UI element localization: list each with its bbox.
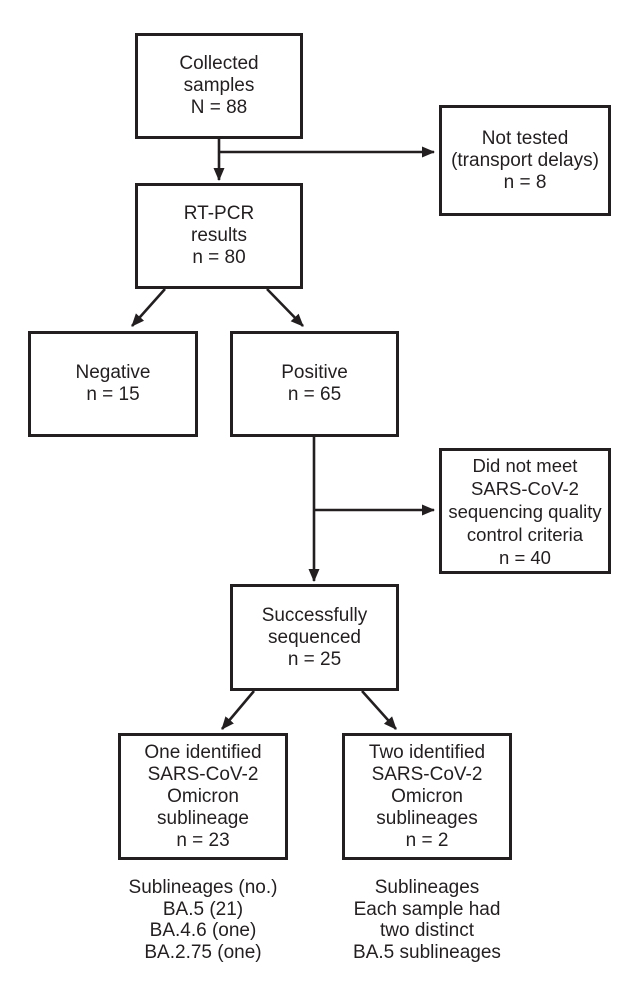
note-two-sublineages-detail: Sublineages Each sample had two distinct… (353, 877, 501, 963)
box-two-sublineages: Two identified SARS-CoV-2 Omicron sublin… (342, 733, 512, 860)
arrow-sequenced-to-one-sub (221, 690, 255, 730)
box-positive: Positive n = 65 (230, 331, 399, 437)
arrow-sequenced-to-two-sub (361, 690, 397, 730)
box-rtpcr-results: RT-PCR results n = 80 (135, 183, 303, 289)
box-not-tested: Not tested (transport delays) n = 8 (439, 105, 611, 216)
arrow-rtpcr-to-positive (266, 288, 304, 327)
box-one-sublineage: One identified SARS-CoV-2 Omicron sublin… (118, 733, 288, 860)
arrow-rtpcr-to-negative (131, 288, 166, 327)
box-quality-control-fail: Did not meet SARS-CoV-2 sequencing quali… (439, 448, 611, 574)
box-negative: Negative n = 15 (28, 331, 198, 437)
box-collected-samples: Collected samples N = 88 (135, 33, 303, 139)
box-successfully-sequenced: Successfully sequenced n = 25 (230, 584, 399, 691)
note-one-sublineage-detail: Sublineages (no.) BA.5 (21) BA.4.6 (one)… (128, 877, 278, 963)
